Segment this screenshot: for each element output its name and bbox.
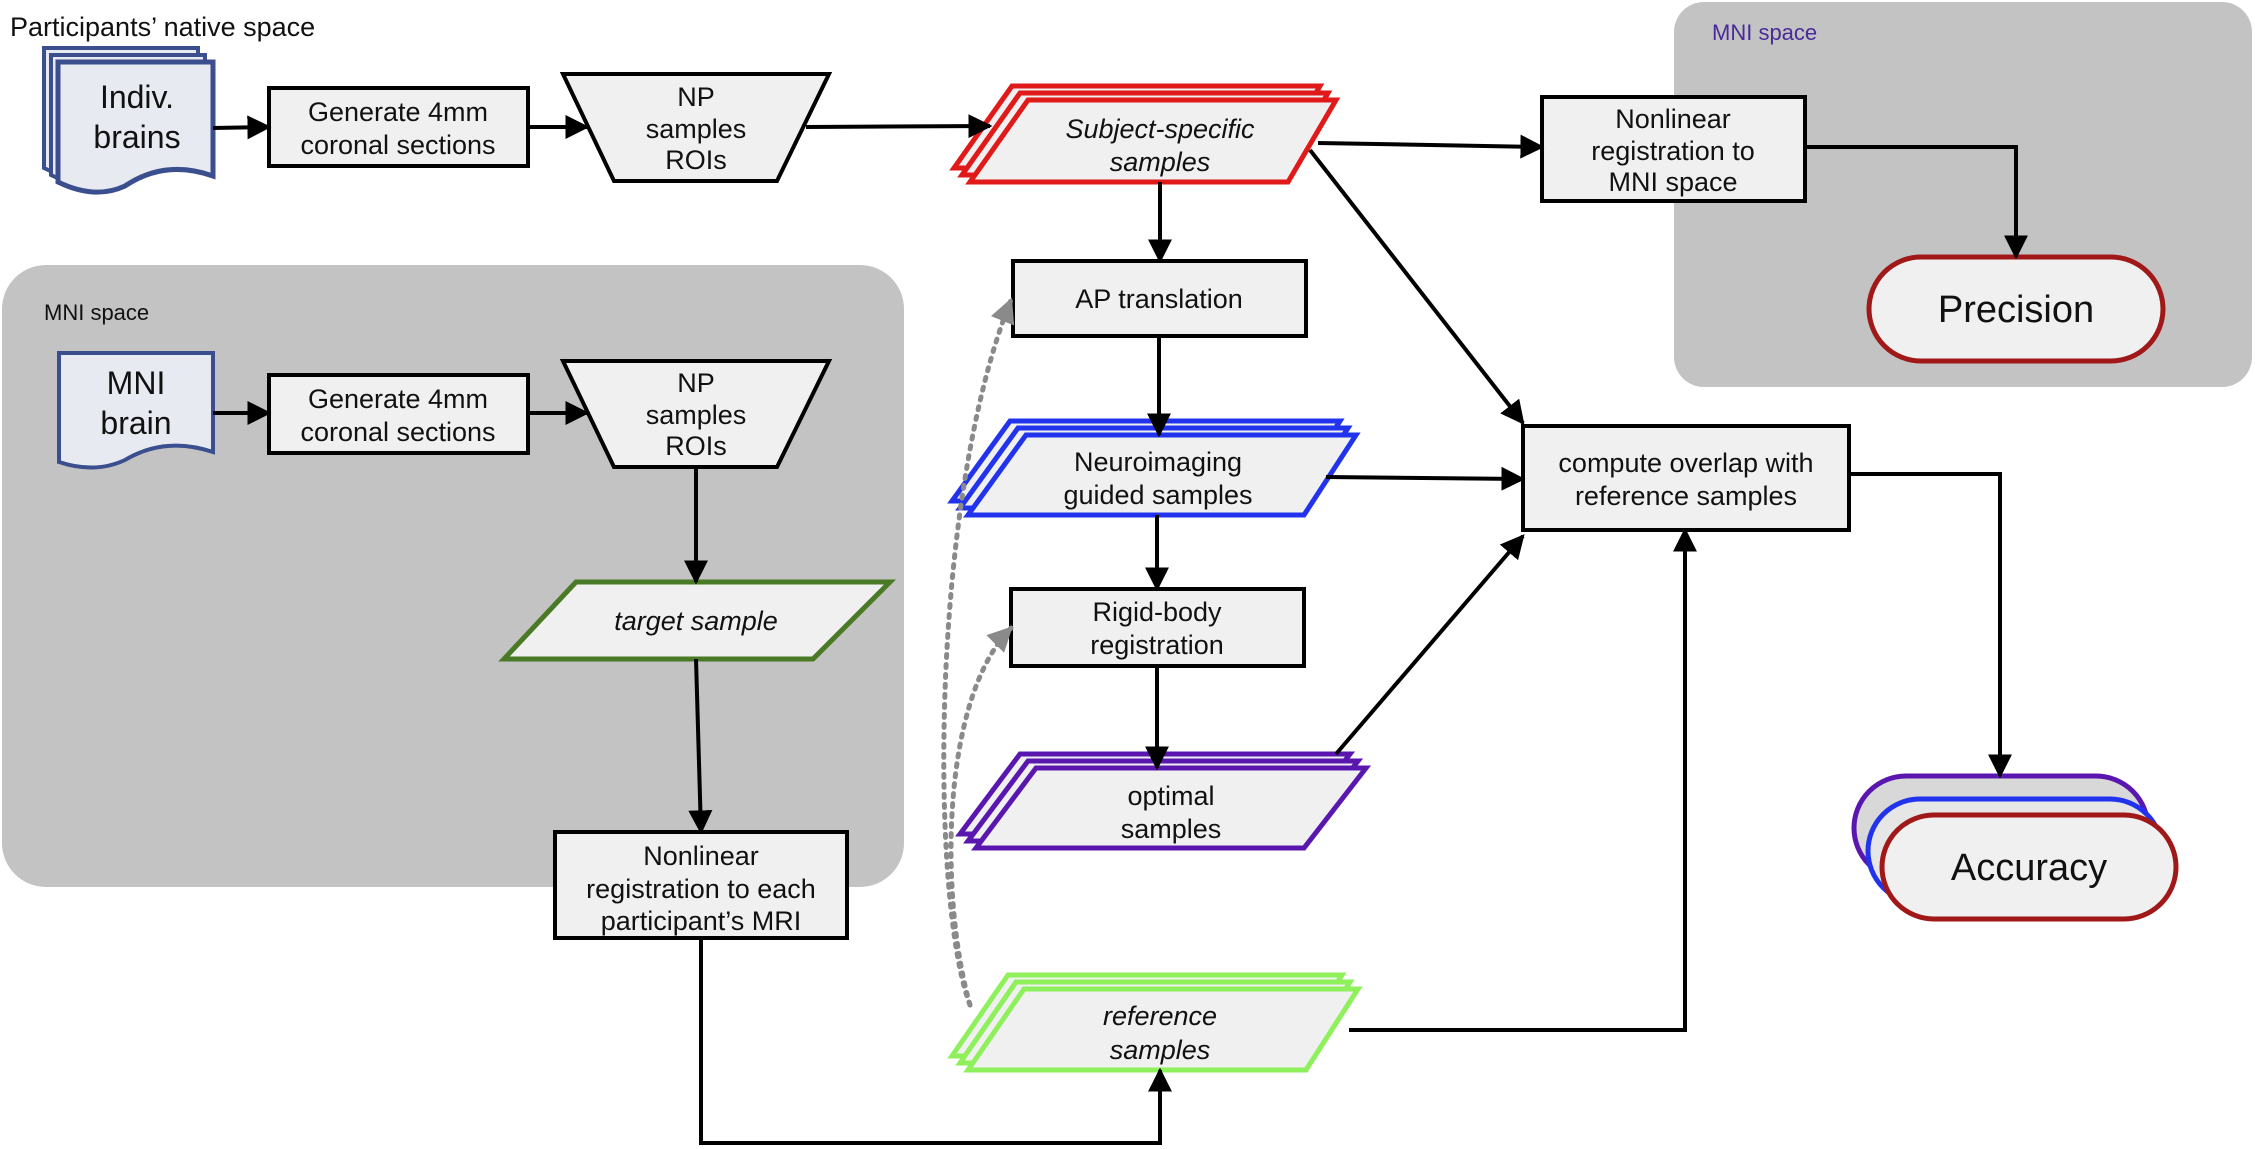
- nl-each-line2: registration to each: [586, 874, 816, 904]
- subject-line1: Subject-specific: [1065, 114, 1255, 144]
- overlap-line2: reference samples: [1575, 481, 1797, 511]
- nl-mni-line3: MNI space: [1608, 167, 1737, 197]
- mni-space-label-left: MNI space: [44, 300, 149, 325]
- indiv-brains-line2: brains: [93, 119, 180, 155]
- np-top-line1: NP: [677, 82, 715, 112]
- nonlinear-registration-mni-box: Nonlinear registration to MNI space: [1540, 95, 1807, 203]
- np-samples-rois-mni: NP samples ROIs: [559, 359, 833, 469]
- ap-translation-box: AP translation: [1011, 259, 1308, 338]
- accuracy-label: Accuracy: [1951, 847, 2107, 889]
- rigid-line1: Rigid-body: [1092, 597, 1222, 627]
- mni-brain-line2: brain: [100, 405, 171, 441]
- target-sample-label: target sample: [614, 606, 778, 636]
- subject-line2: samples: [1110, 147, 1211, 177]
- generate-sections-top-box: Generate 4mm coronal sections: [267, 86, 530, 168]
- nl-mni-line1: Nonlinear: [1615, 104, 1731, 134]
- np-top-line3: ROIs: [665, 145, 727, 175]
- neuroimaging-guided-samples: Neuroimaging guided samples: [947, 418, 1361, 518]
- neuro-line2: guided samples: [1063, 480, 1252, 510]
- precision-terminal: Precision: [1866, 254, 2166, 364]
- generate-sections-mni-box: Generate 4mm coronal sections: [267, 373, 530, 455]
- nl-mni-line2: registration to: [1591, 136, 1755, 166]
- subject-specific-samples: Subject-specific samples: [949, 83, 1341, 185]
- np-mni-line2: samples: [646, 400, 747, 430]
- gen-mni-line1: Generate 4mm: [308, 384, 488, 414]
- nl-each-line1: Nonlinear: [643, 841, 759, 871]
- ap-translation-label: AP translation: [1075, 284, 1243, 314]
- overlap-line1: compute overlap with: [1558, 448, 1813, 478]
- neuro-line1: Neuroimaging: [1074, 447, 1242, 477]
- connectors: [212, 114, 2028, 1145]
- indiv-brains-document: Indiv. brains: [42, 46, 216, 195]
- np-top-line2: samples: [646, 114, 747, 144]
- nl-each-line3: participant’s MRI: [601, 906, 802, 936]
- gen-top-line2: coronal sections: [300, 130, 495, 160]
- rigid-line2: registration: [1090, 630, 1224, 660]
- gen-top-line1: Generate 4mm: [308, 97, 488, 127]
- accuracy-terminal: Accuracy: [1851, 773, 2179, 922]
- rigid-body-registration-box: Rigid-body registration: [1009, 587, 1306, 668]
- np-mni-line3: ROIs: [665, 431, 727, 461]
- np-mni-line1: NP: [677, 368, 715, 398]
- compute-overlap-box: compute overlap with reference samples: [1521, 424, 1851, 532]
- reference-line1: reference: [1103, 1001, 1217, 1031]
- reference-samples: reference samples: [947, 972, 1363, 1073]
- target-sample: target sample: [498, 579, 897, 662]
- optimal-samples: optimal samples: [955, 751, 1372, 851]
- mni-brain-document: MNI brain: [57, 351, 215, 470]
- gen-mni-line2: coronal sections: [300, 417, 495, 447]
- precision-label: Precision: [1938, 289, 2094, 331]
- reference-line2: samples: [1110, 1035, 1211, 1065]
- nonlinear-registration-each-box: Nonlinear registration to each participa…: [553, 830, 849, 940]
- native-space-label: Participants’ native space: [10, 12, 315, 42]
- optimal-line1: optimal: [1127, 781, 1214, 811]
- mni-space-label-right: MNI space: [1712, 20, 1817, 45]
- mni-brain-line1: MNI: [107, 365, 166, 401]
- indiv-brains-line1: Indiv.: [100, 79, 174, 115]
- np-samples-rois-top: NP samples ROIs: [559, 72, 833, 183]
- optimal-line2: samples: [1121, 814, 1222, 844]
